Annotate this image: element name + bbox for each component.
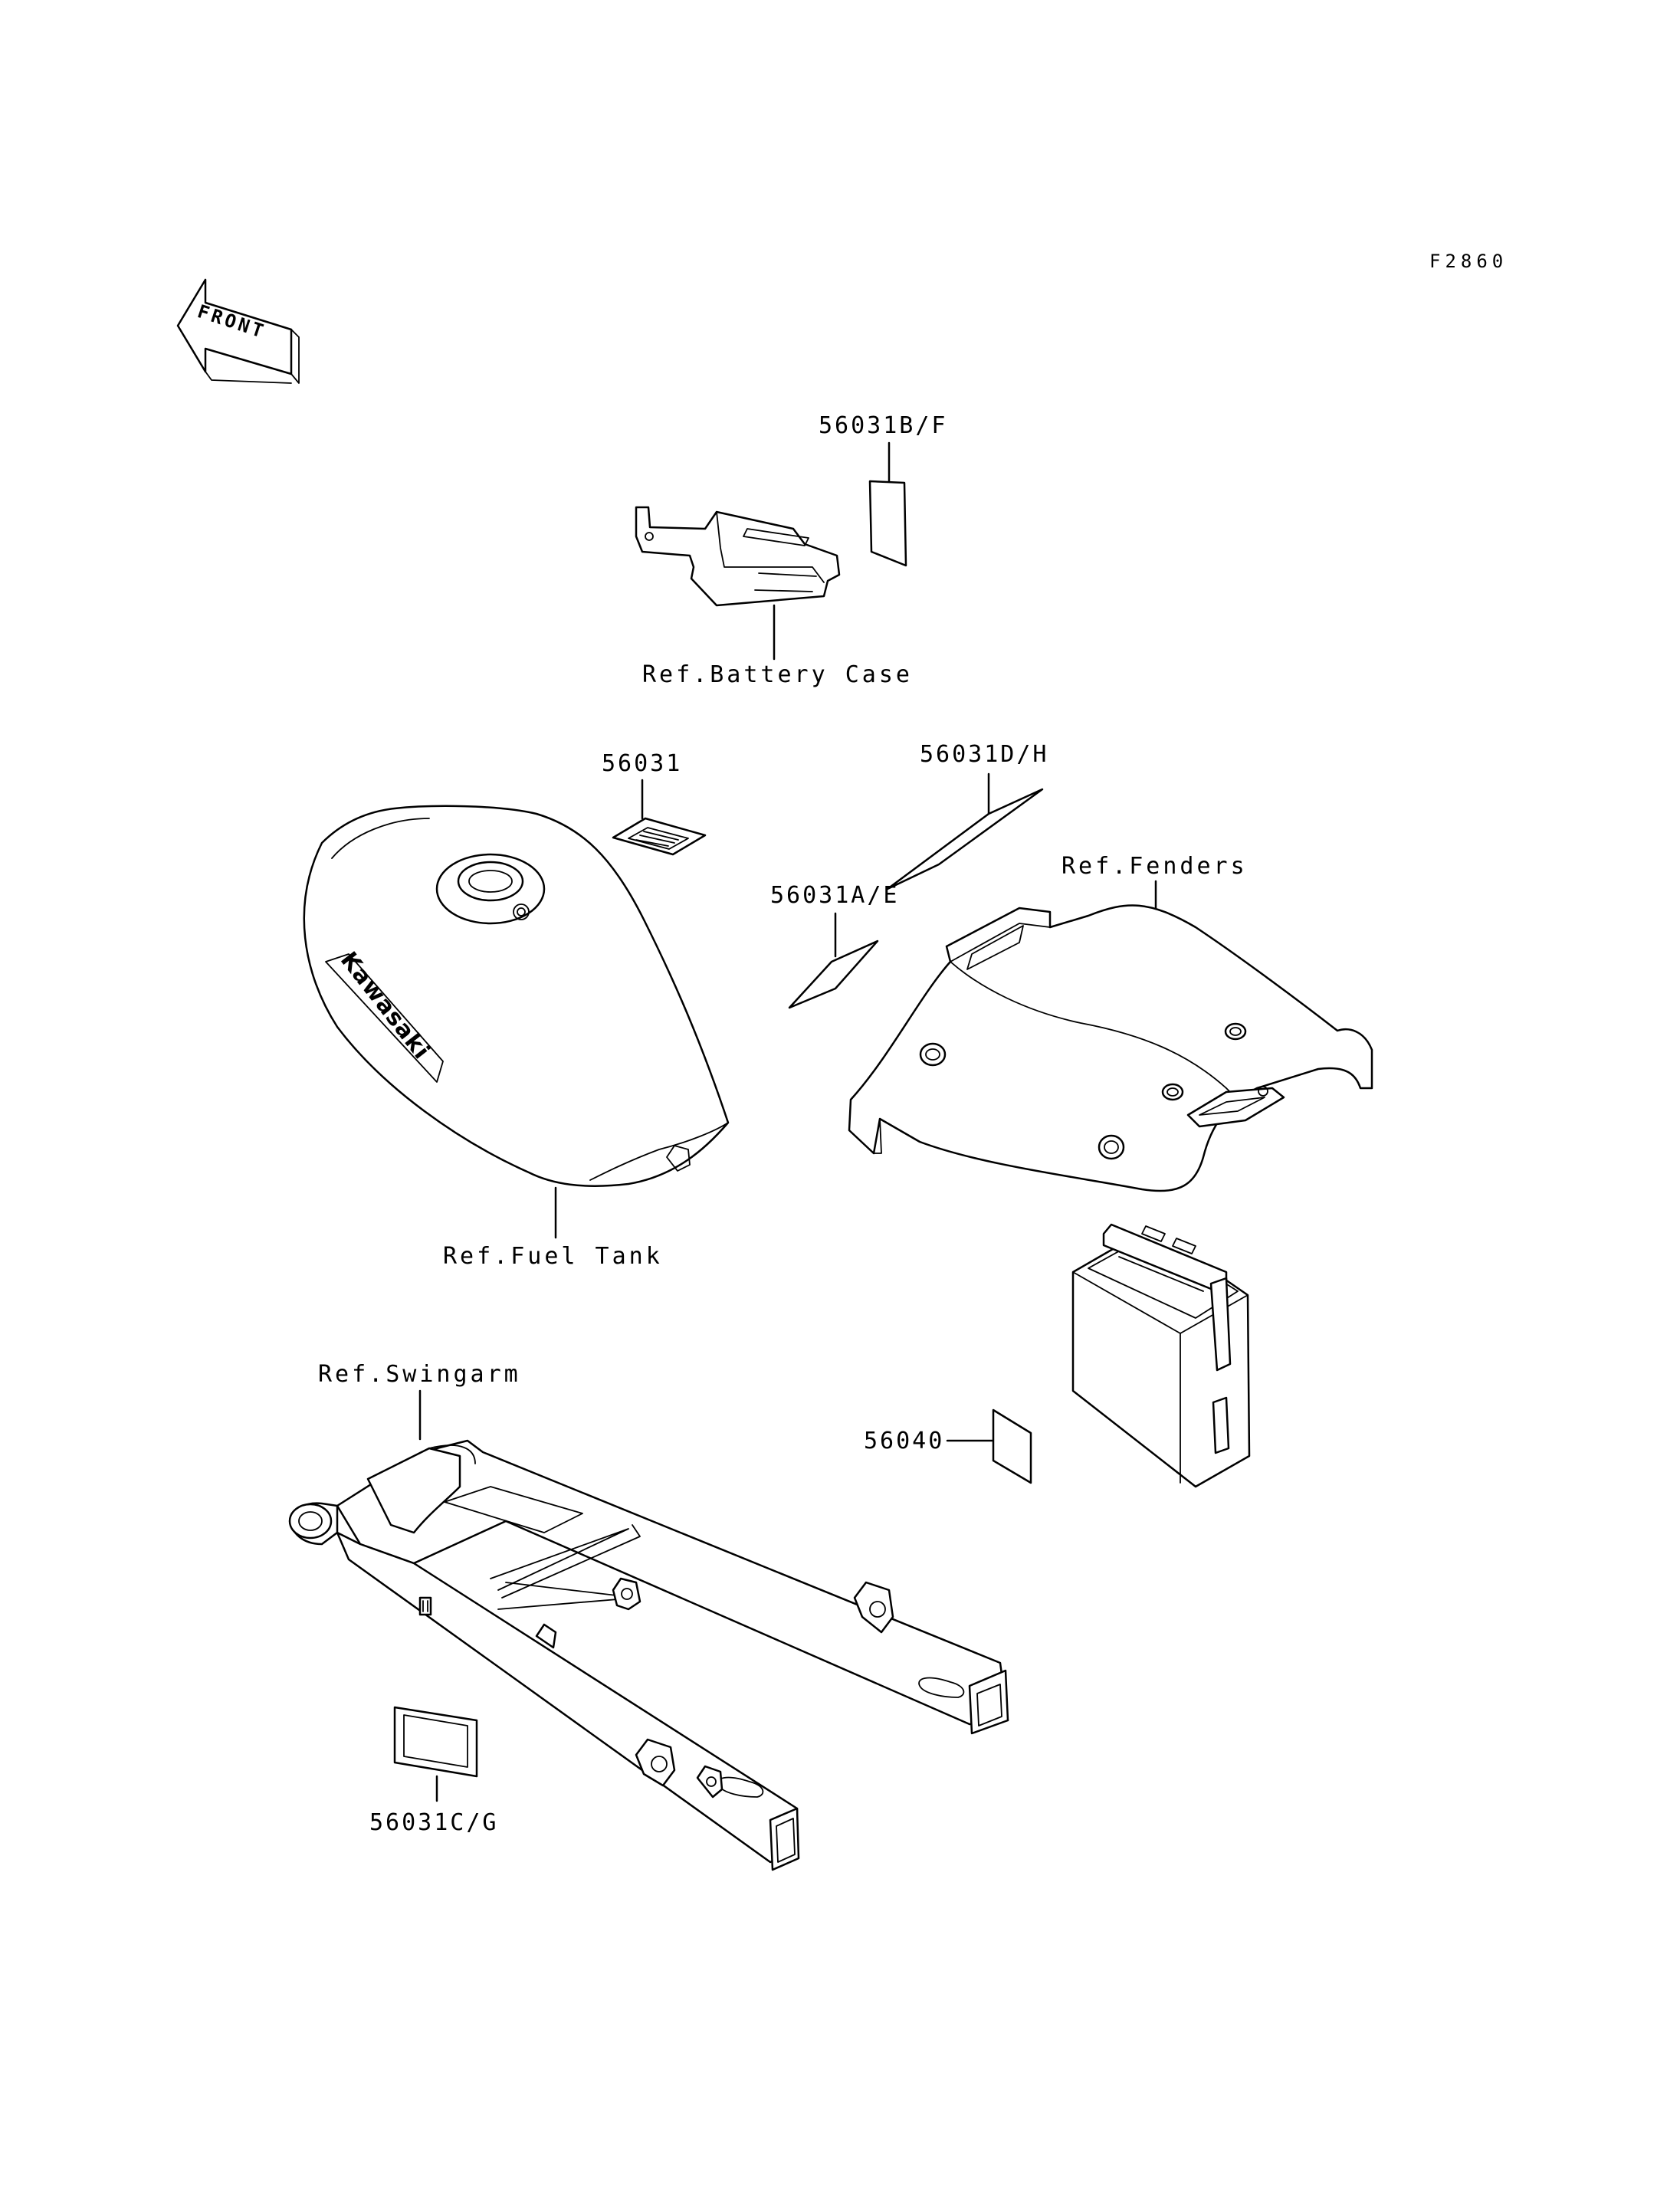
figure-code: F2860 <box>1429 251 1508 272</box>
decal-56031cg <box>393 1706 478 1778</box>
decal-56031dh <box>886 788 1044 890</box>
label-56031: 56031 <box>602 750 682 777</box>
label-56031bf: 56031B/F <box>819 412 948 439</box>
front-arrow-icon: FRONT <box>176 278 300 384</box>
battery-case-part <box>635 506 841 661</box>
ref-battery-case-label: Ref.Battery Case <box>642 661 913 688</box>
fuel-tank-part: Kawasaki <box>303 805 730 1239</box>
label-56031ae: 56031A/E <box>770 882 900 909</box>
decal-56040 <box>992 1408 1032 1484</box>
decal-56031ae <box>788 939 879 1009</box>
label-56040: 56040 <box>864 1428 944 1454</box>
label-56031dh: 56031D/H <box>920 741 1049 768</box>
decal-56031bf <box>868 480 907 567</box>
ref-fuel-tank-label: Ref.Fuel Tank <box>443 1243 663 1270</box>
ref-fenders-label: Ref.Fenders <box>1061 853 1248 880</box>
fender-part <box>848 904 1373 1192</box>
decal-56031 <box>612 817 707 856</box>
label-56031cg: 56031C/G <box>369 1809 499 1836</box>
battery-part <box>1071 1223 1251 1488</box>
swingarm-part <box>288 1439 1009 1871</box>
ref-swingarm-label: Ref.Swingarm <box>318 1361 521 1388</box>
